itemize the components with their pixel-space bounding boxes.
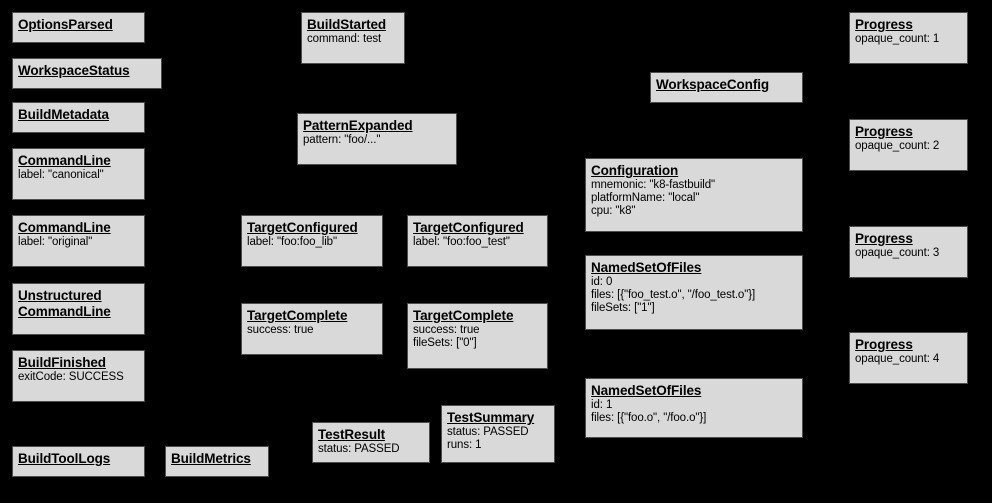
event-node-field: status: PASSED bbox=[318, 442, 400, 455]
event-node-title: OptionsParsed bbox=[18, 17, 113, 32]
event-node-field: opaque_count: 2 bbox=[855, 139, 940, 152]
event-node-field: opaque_count: 3 bbox=[855, 246, 940, 259]
event-node-field: platformName: "local" bbox=[591, 191, 700, 204]
event-node-title: WorkspaceConfig bbox=[656, 77, 770, 92]
event-node-title: WorkspaceStatus bbox=[18, 63, 130, 78]
event-node-field: id: 1 bbox=[591, 398, 613, 411]
event-node-title: TargetComplete bbox=[413, 308, 514, 323]
event-node-field: label: "foo:foo_lib" bbox=[247, 235, 337, 248]
event-node-field: opaque_count: 4 bbox=[855, 352, 940, 365]
event-node-field: pattern: "foo/..." bbox=[303, 133, 381, 146]
event-node-field: mnemonic: "k8-fastbuild" bbox=[591, 178, 716, 191]
event-node-build-metrics[interactable]: BuildMetrics bbox=[165, 446, 269, 477]
event-node-field: label: "canonical" bbox=[18, 168, 104, 181]
event-node-title: TargetConfigured bbox=[247, 220, 358, 235]
event-node-title: Progress bbox=[855, 337, 913, 352]
event-node-title: CommandLine bbox=[18, 303, 111, 319]
event-node-title: CommandLine bbox=[18, 153, 111, 168]
event-node-build-metadata[interactable]: BuildMetadata bbox=[12, 102, 145, 133]
event-node-title: TestResult bbox=[318, 427, 386, 442]
event-node-field: fileSets: ["0"] bbox=[413, 336, 477, 349]
event-node-title: NamedSetOfFiles bbox=[591, 383, 702, 398]
event-node-field: files: [{"foo.o", "/foo.o"}] bbox=[591, 411, 707, 424]
event-node-title: BuildFinished bbox=[18, 355, 106, 370]
event-node-title: BuildMetrics bbox=[171, 451, 251, 466]
event-node-options-parsed[interactable]: OptionsParsed bbox=[12, 12, 145, 43]
event-node-field: label: "original" bbox=[18, 235, 93, 248]
event-node-title: CommandLine bbox=[18, 220, 111, 235]
event-node-field: success: true bbox=[413, 323, 480, 336]
event-node-title: Progress bbox=[855, 124, 913, 139]
event-node-build-tool-logs[interactable]: BuildToolLogs bbox=[12, 446, 145, 477]
event-node-field: status: PASSED bbox=[447, 425, 529, 438]
event-node-title: Configuration bbox=[591, 163, 679, 178]
event-node-field: cpu: "k8" bbox=[591, 205, 636, 218]
event-node-field: command: test bbox=[307, 32, 382, 45]
event-node-field: label: "foo:foo_test" bbox=[413, 235, 510, 248]
event-node-field: fileSets: ["1"] bbox=[591, 302, 655, 315]
event-node-title: TestSummary bbox=[447, 410, 535, 425]
event-node-title: Progress bbox=[855, 231, 913, 246]
event-node-title: Unstructured bbox=[18, 288, 102, 303]
event-node-workspace-config[interactable]: WorkspaceConfig bbox=[650, 72, 803, 103]
event-node-field: success: true bbox=[247, 323, 314, 336]
event-node-field: runs: 1 bbox=[447, 438, 482, 451]
event-node-title: TargetConfigured bbox=[413, 220, 524, 235]
event-node-field: files: [{"foo_test.o", "/foo_test.o"}] bbox=[591, 288, 756, 301]
event-node-title: NamedSetOfFiles bbox=[591, 260, 702, 275]
event-node-field: exitCode: SUCCESS bbox=[18, 370, 124, 383]
event-node-title: Progress bbox=[855, 17, 913, 32]
event-node-field: opaque_count: 1 bbox=[855, 32, 940, 45]
event-node-workspace-status[interactable]: WorkspaceStatus bbox=[12, 58, 162, 89]
event-node-title: BuildToolLogs bbox=[18, 451, 111, 466]
event-node-title: BuildStarted bbox=[307, 17, 387, 32]
event-node-field: id: 0 bbox=[591, 275, 613, 288]
event-node-title: PatternExpanded bbox=[303, 118, 413, 133]
event-node-title: BuildMetadata bbox=[18, 107, 109, 122]
event-node-title: TargetComplete bbox=[247, 308, 348, 323]
